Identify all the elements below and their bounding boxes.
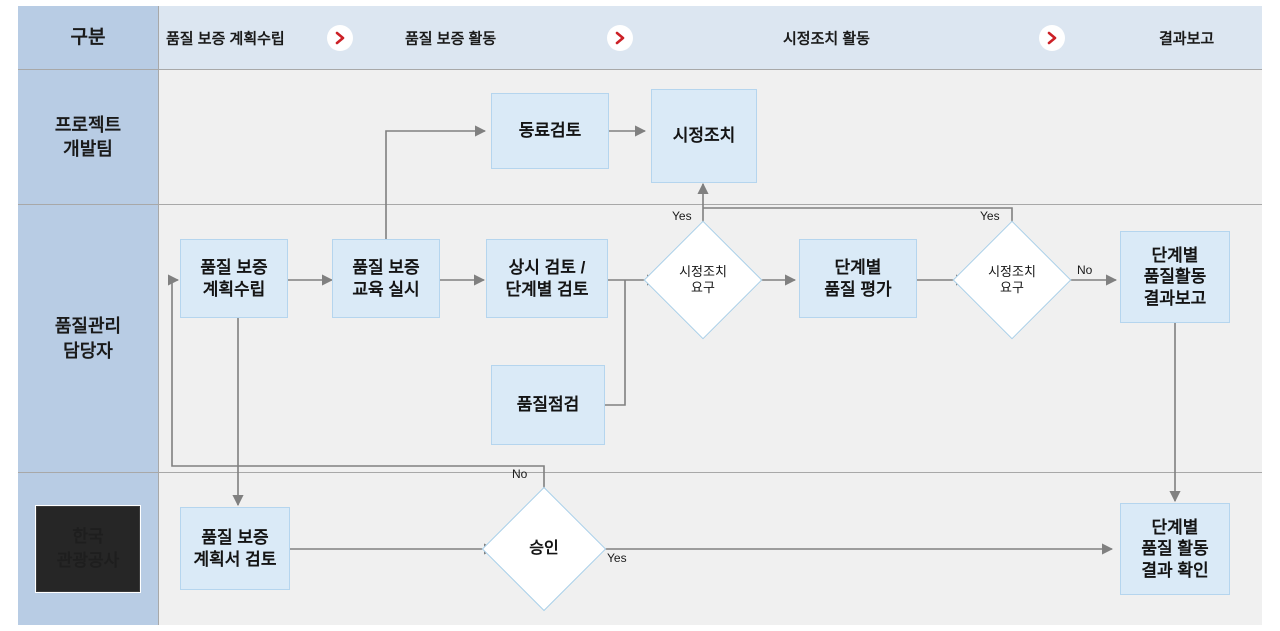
node-ca-request-1[interactable]: 시정조치 요구 (643, 220, 763, 340)
node-label-line1: 단계별 (1151, 518, 1199, 538)
node-label: 품질점검 (516, 395, 580, 415)
kto-logo-line1: 한국 (72, 527, 104, 547)
lane-label-line2: 개발팀 (63, 139, 113, 159)
node-peer-review[interactable]: 동료검토 (491, 93, 609, 169)
node-plan-review[interactable]: 품질 보증 계획서 검토 (180, 507, 290, 590)
lane-body-kto (159, 473, 1262, 625)
node-label-line1: 상시 검토 / (508, 258, 586, 278)
lane-label-line2: 담당자 (63, 340, 113, 361)
edge-label-yes-approval: Yes (607, 551, 627, 565)
phase-label-2: 품질 보증 활동 (405, 30, 497, 47)
node-label-line2: 품질 활동 (1141, 539, 1209, 559)
node-label-line2: 품질 평가 (824, 279, 892, 299)
node-label-line2: 품질활동 (1143, 267, 1207, 287)
phase-label-3: 시정조치 활동 (783, 30, 870, 47)
node-qa-training[interactable]: 품질 보증 교육 실시 (332, 239, 440, 318)
node-label-line1: 품질 보증 (352, 258, 420, 278)
edge-label-yes-ca1: Yes (672, 209, 692, 223)
node-label-line2: 단계별 검토 (505, 279, 589, 299)
node-label-line1: 시정조치 (988, 264, 1036, 280)
node-label-line3: 결과 확인 (1141, 560, 1209, 580)
node-label-line1: 단계별 (1151, 246, 1199, 266)
node-label: 승인 (529, 540, 559, 558)
node-label: 동료검토 (518, 121, 582, 141)
chevron-right-icon (1039, 24, 1065, 51)
node-review-always[interactable]: 상시 검토 / 단계별 검토 (486, 239, 608, 318)
chevron-right-icon (327, 24, 353, 51)
node-label-line2: 요구 (691, 280, 715, 295)
kto-logo-line2: 관광공사 (56, 551, 120, 570)
phase-label-1: 품질 보증 계획수립 (166, 30, 285, 47)
node-label-line1: 품질 보증 (201, 528, 269, 548)
phase-header-strip: 품질 보증 계획수립 품질 보증 활동 시정조치 활동 결과보고 (159, 6, 1262, 70)
lane-label-quality-manager: 품질관리 담당자 (18, 205, 159, 473)
node-stage-result-check[interactable]: 단계별 품질 활동 결과 확인 (1120, 503, 1230, 595)
kto-logo: 한국 관광공사 (36, 506, 140, 592)
edge-label-no-approval: No (512, 467, 528, 481)
edge-label-no-ca2: No (1077, 263, 1093, 277)
node-label-line1: 품질 보증 (200, 258, 268, 278)
node-label: 시정조치 (672, 126, 736, 146)
node-stage-quality-eval[interactable]: 단계별 품질 평가 (799, 239, 917, 318)
node-label-line2: 요구 (1000, 280, 1024, 295)
lane-label-line1: 프로젝트 (54, 114, 122, 135)
lane-label-kto: 한국 관광공사 (18, 473, 159, 625)
node-corrective-action[interactable]: 시정조치 (651, 89, 757, 183)
node-stage-qa-report[interactable]: 단계별 품질활동 결과보고 (1120, 231, 1230, 323)
node-approval[interactable]: 승인 (481, 486, 607, 612)
node-label-line2: 계획서 검토 (193, 549, 277, 569)
lane-label-line1: 품질관리 (54, 316, 122, 337)
node-quality-check[interactable]: 품질점검 (491, 365, 605, 445)
node-label-line3: 결과보고 (1143, 288, 1207, 308)
node-label-line2: 교육 실시 (352, 279, 420, 299)
node-qa-plan[interactable]: 품질 보증 계획수립 (180, 239, 288, 318)
chevron-right-icon (607, 24, 633, 51)
node-label-line1: 단계별 (834, 258, 882, 278)
node-label-line1: 시정조치 (679, 264, 727, 280)
lane-label-project-dev-team: 프로젝트 개발팀 (18, 70, 159, 205)
node-label-line2: 계획수립 (202, 279, 266, 299)
node-ca-request-2[interactable]: 시정조치 요구 (952, 220, 1072, 340)
column-header-gubun: 구분 (18, 6, 159, 70)
edge-label-yes-ca2: Yes (980, 209, 1000, 223)
phase-label-4: 결과보고 (1159, 30, 1215, 47)
